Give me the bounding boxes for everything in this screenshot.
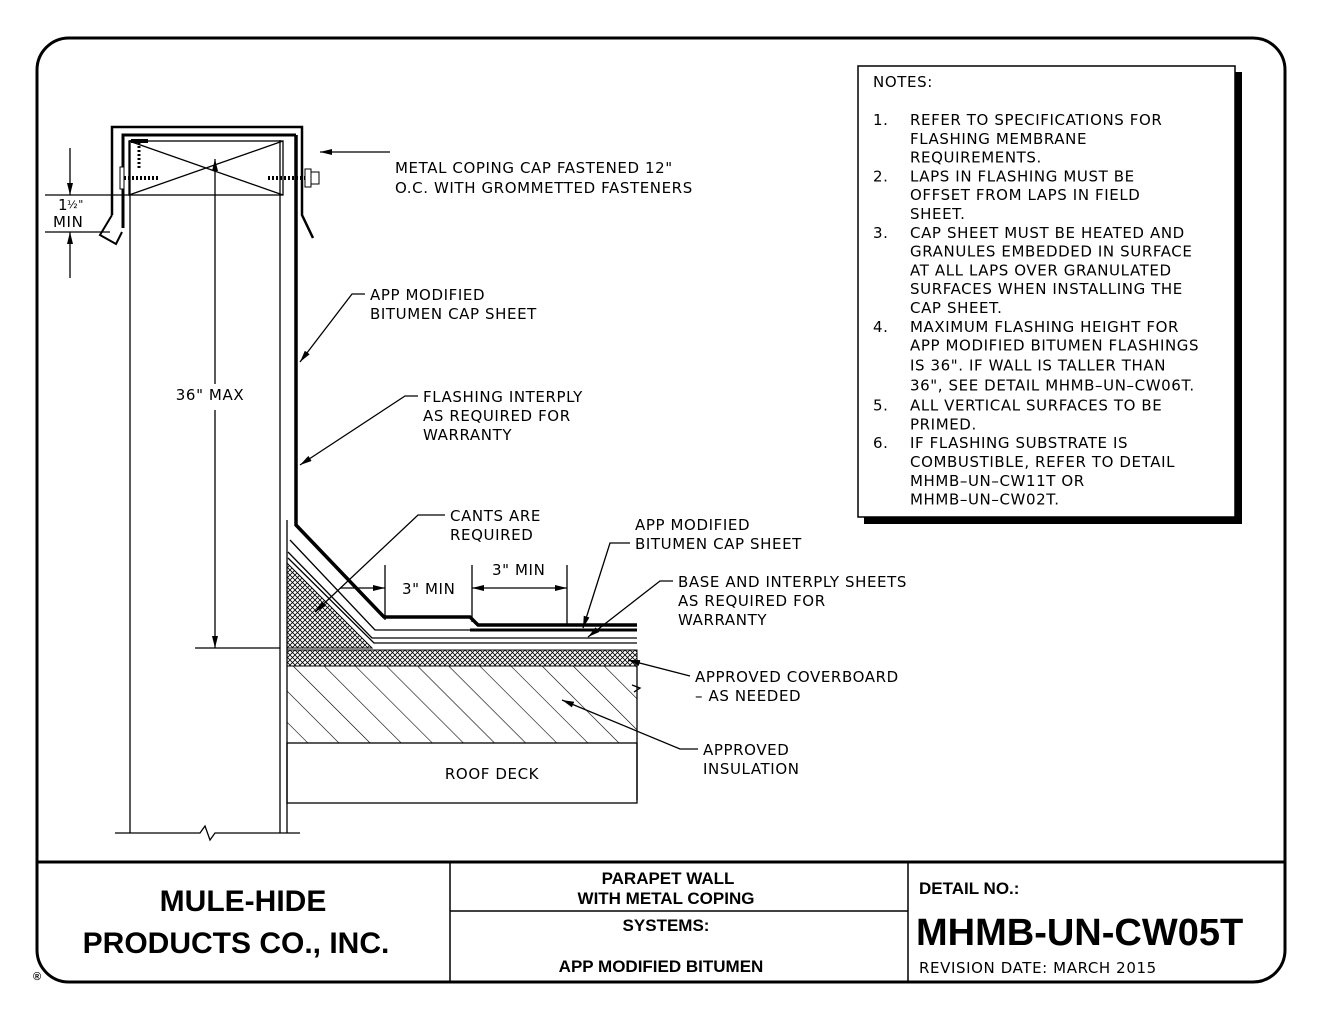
- note-text: IS 36". IF WALL IS TALLER THAN: [910, 357, 1166, 375]
- label-base-sheets: BASE AND INTERPLY SHEETS AS REQUIRED FOR…: [678, 573, 907, 629]
- note-number: 1.: [873, 111, 889, 129]
- svg-text:APP MODIFIED: APP MODIFIED: [370, 286, 485, 304]
- note-text: MAXIMUM FLASHING HEIGHT FOR: [910, 318, 1179, 336]
- label-interply: FLASHING INTERPLY AS REQUIRED FOR WARRAN…: [423, 388, 583, 444]
- note-text: ALL VERTICAL SURFACES TO BE: [910, 397, 1162, 415]
- note-text: MHMB–UN–CW02T.: [910, 491, 1060, 509]
- note-text: CAP SHEET.: [910, 299, 1002, 317]
- systems-label: SYSTEMS:: [623, 916, 710, 935]
- svg-text:CANTS ARE: CANTS ARE: [450, 507, 541, 525]
- note-text: 36", SEE DETAIL MHMB–UN–CW06T.: [910, 377, 1195, 395]
- note-number: 4.: [873, 318, 889, 336]
- label-cap-sheet-wall: APP MODIFIED BITUMEN CAP SHEET: [370, 286, 537, 323]
- svg-text:WARRANTY: WARRANTY: [423, 426, 512, 444]
- svg-text:AS REQUIRED FOR: AS REQUIRED FOR: [678, 592, 826, 610]
- dimension-label: 36" MAX: [176, 386, 244, 404]
- note-text: CAP SHEET MUST BE HEATED AND: [910, 224, 1185, 242]
- svg-text:AS REQUIRED FOR: AS REQUIRED FOR: [423, 407, 571, 425]
- roof-deck-label: ROOF DECK: [445, 765, 540, 783]
- note-number: 5.: [873, 397, 889, 415]
- drawing-title: WITH METAL COPING: [578, 889, 755, 908]
- note-text: SURFACES WHEN INSTALLING THE: [910, 280, 1183, 298]
- dimension-label: MIN: [53, 213, 83, 231]
- note-text: OFFSET FROM LAPS IN FIELD: [910, 186, 1140, 204]
- insulation: [286, 665, 638, 744]
- note-text: PRIMED.: [910, 415, 977, 433]
- note-number: 2.: [873, 167, 889, 185]
- svg-text:O.C. WITH GROMMETTED FASTENERS: O.C. WITH GROMMETTED FASTENERS: [395, 179, 693, 197]
- note-text: COMBUSTIBLE, REFER TO DETAIL: [910, 453, 1175, 471]
- coverboard: [286, 649, 638, 667]
- label-cap-sheet-roof: APP MODIFIED BITUMEN CAP SHEET: [635, 516, 802, 553]
- note-text: GRANULES EMBEDDED IN SURFACE: [910, 243, 1192, 261]
- svg-text:METAL COPING CAP FASTENED 12": METAL COPING CAP FASTENED 12": [395, 159, 673, 177]
- dimension-3-min: 3" MIN 3" MIN: [340, 561, 568, 625]
- note-text: AT ALL LAPS OVER GRANULATED: [910, 261, 1172, 279]
- title-block: MULE-HIDE PRODUCTS CO., INC. ® PARAPET W…: [33, 860, 1285, 983]
- svg-text:BITUMEN CAP SHEET: BITUMEN CAP SHEET: [370, 305, 537, 323]
- note-text: REFER TO SPECIFICATIONS FOR: [910, 111, 1162, 129]
- parapet-wall: [115, 140, 300, 842]
- svg-text:APPROVED COVERBOARD: APPROVED COVERBOARD: [695, 668, 899, 686]
- note-text: LAPS IN FLASHING MUST BE: [910, 167, 1135, 185]
- svg-text:BASE AND INTERPLY SHEETS: BASE AND INTERPLY SHEETS: [678, 573, 907, 591]
- label-coping: METAL COPING CAP FASTENED 12" O.C. WITH …: [395, 159, 693, 197]
- svg-text:– AS NEEDED: – AS NEEDED: [695, 687, 801, 705]
- dimension-coping-min: 1 ½" MIN: [45, 148, 130, 278]
- dimension-label: 3" MIN: [492, 561, 545, 579]
- svg-text:WARRANTY: WARRANTY: [678, 611, 767, 629]
- drawing-title: PARAPET WALL: [602, 869, 735, 888]
- company-name: PRODUCTS CO., INC.: [83, 927, 390, 960]
- metal-coping-cap: [98, 125, 315, 246]
- detail-label: DETAIL NO.:: [919, 879, 1019, 898]
- note-number: 6.: [873, 434, 889, 452]
- membrane-layers: [287, 135, 637, 644]
- revision-date: REVISION DATE: MARCH 2015: [919, 959, 1157, 977]
- svg-text:INSULATION: INSULATION: [703, 760, 800, 778]
- svg-text:BITUMEN CAP SHEET: BITUMEN CAP SHEET: [635, 535, 802, 553]
- svg-text:APPROVED: APPROVED: [703, 741, 789, 759]
- system-name: APP MODIFIED BITUMEN: [559, 957, 764, 976]
- leaders: [299, 149, 698, 750]
- note-text: IF FLASHING SUBSTRATE IS: [910, 434, 1128, 452]
- note-number: 3.: [873, 224, 889, 242]
- notes-heading: NOTES:: [873, 73, 933, 91]
- roof-deck: [286, 742, 638, 804]
- cant-strip: [286, 561, 374, 649]
- label-insulation: APPROVED INSULATION: [703, 741, 800, 778]
- note-text: FLASHING MEMBRANE: [910, 130, 1087, 148]
- sheet-border: [35, 36, 1287, 984]
- dimension-label: 1: [58, 196, 68, 214]
- svg-text:APP MODIFIED: APP MODIFIED: [635, 516, 750, 534]
- note-text: REQUIREMENTS.: [910, 149, 1042, 167]
- svg-text:REQUIRED: REQUIRED: [450, 526, 533, 544]
- svg-text:FLASHING INTERPLY: FLASHING INTERPLY: [423, 388, 583, 406]
- note-text: MHMB–UN–CW11T OR: [910, 472, 1085, 490]
- label-coverboard: APPROVED COVERBOARD – AS NEEDED: [695, 668, 899, 705]
- wood-nailer: [128, 140, 284, 196]
- dimension-label: 3" MIN: [402, 580, 455, 598]
- note-text: SHEET.: [910, 205, 966, 223]
- company-name: MULE-HIDE: [160, 885, 327, 918]
- dimension-label: ½": [67, 198, 84, 211]
- fastener-icon: [119, 139, 320, 190]
- notes-box: NOTES: 1. REFER TO SPECIFICATIONS FORFLAS…: [857, 65, 1242, 524]
- note-text: APP MODIFIED BITUMEN FLASHINGS: [910, 337, 1199, 355]
- registered-mark: ®: [33, 971, 41, 983]
- label-cants: CANTS ARE REQUIRED: [450, 507, 541, 544]
- dimension-36-max: 36" MAX: [176, 159, 280, 649]
- detail-number: MHMB-UN-CW05T: [916, 912, 1243, 954]
